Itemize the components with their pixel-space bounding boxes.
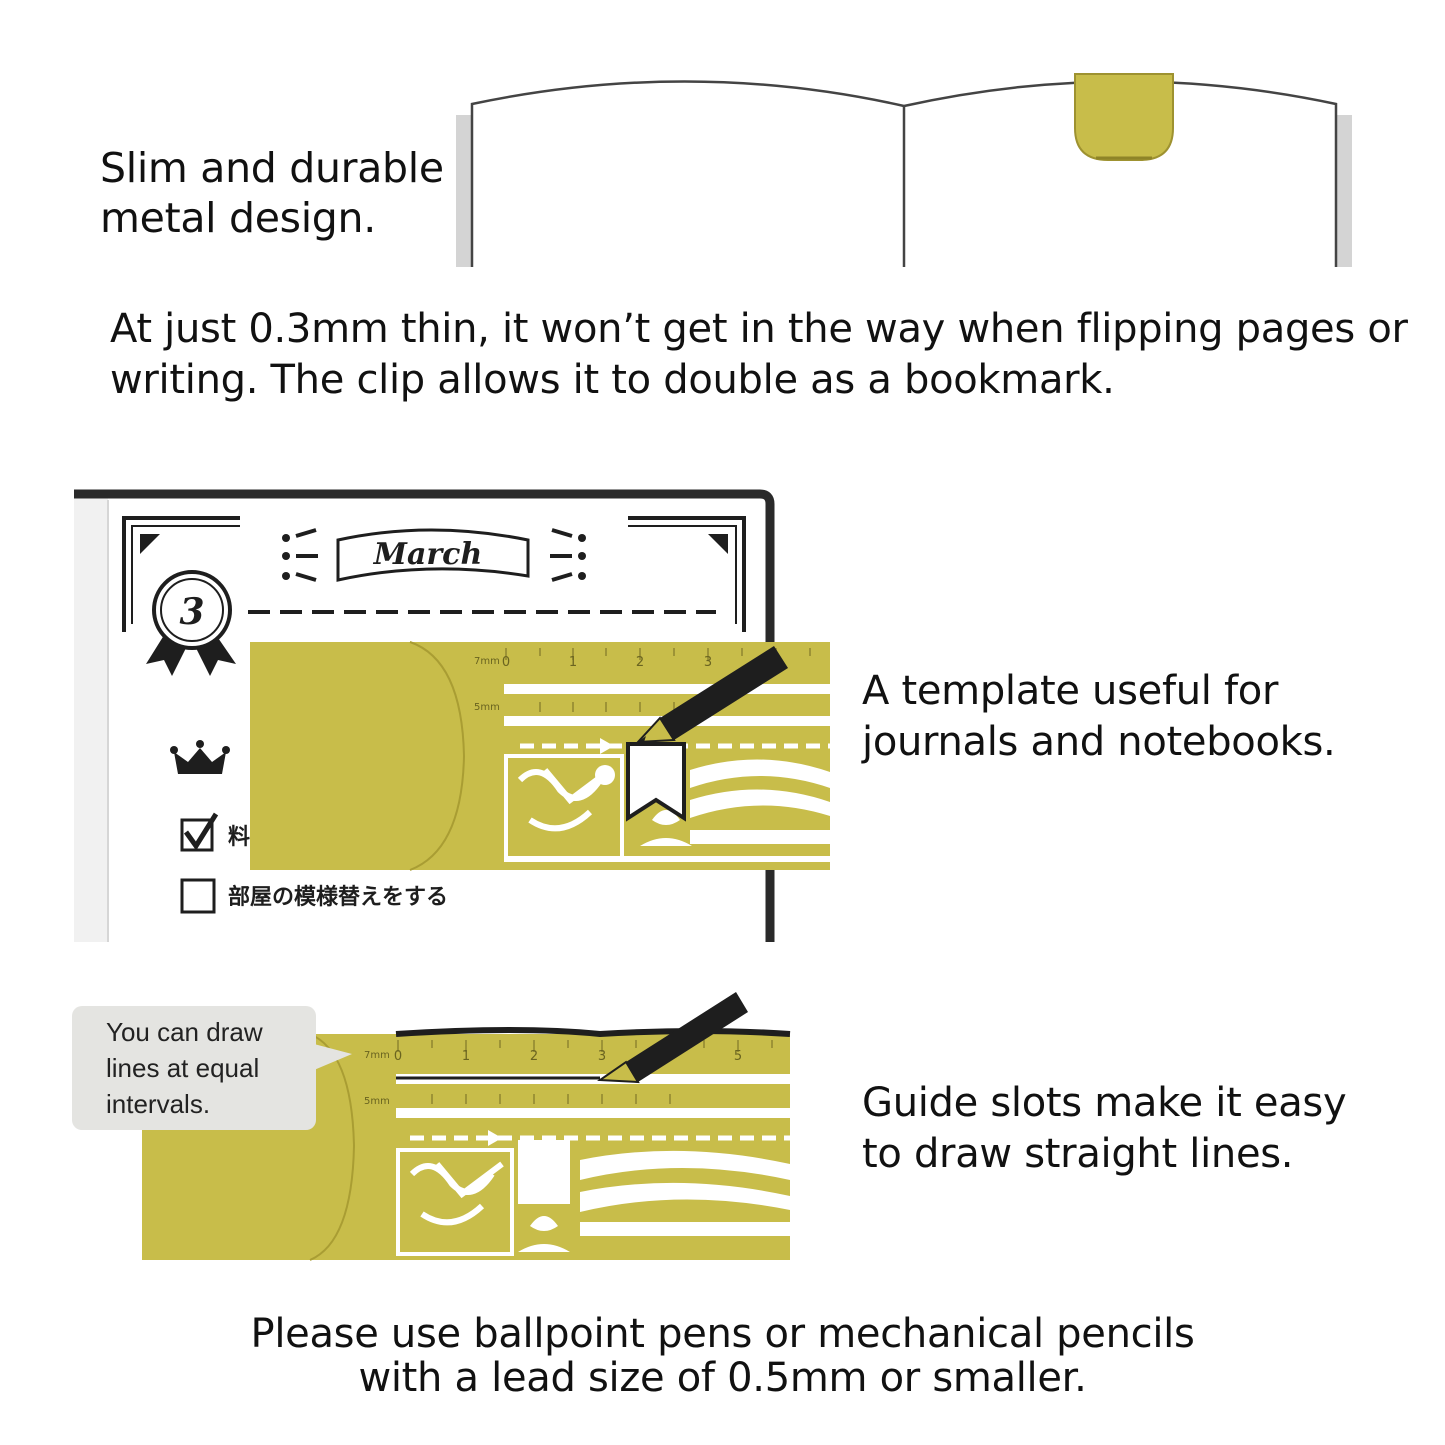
caption-template-journals: A template useful for journals and noteb… — [862, 668, 1336, 765]
clip-bookmark-icon — [1074, 73, 1174, 161]
pencil-icon — [635, 646, 788, 744]
ruler-tick-label: 3 — [704, 655, 712, 670]
month-label: March — [373, 537, 483, 572]
checkbox-icon — [180, 812, 219, 852]
ruler-tick-label: 1 — [462, 1049, 470, 1064]
ruler-tick-label: 2 — [530, 1049, 538, 1064]
ruler-template — [142, 1027, 791, 1261]
checkbox-empty-icon — [180, 878, 216, 914]
caption-thin-bookmark: At just 0.3mm thin, it won’t get in the … — [110, 306, 1408, 403]
open-notebook-icon — [456, 80, 1352, 267]
ruler-tick-label: 1 — [569, 655, 577, 670]
ruler-tick-label: 5 — [734, 1049, 742, 1064]
caption-guide-slots: Guide slots make it easy to draw straigh… — [862, 1080, 1347, 1177]
ruler-tick-label: 0 — [394, 1049, 402, 1064]
speech-bubble-text: You can draw lines at equal intervals. — [106, 1017, 263, 1119]
todo-checked-text: 料 — [228, 824, 250, 850]
month-sparkle-right — [550, 528, 586, 582]
speech-bubble — [72, 1006, 352, 1130]
ruler-label-7mm: 7mm — [474, 656, 500, 667]
pencil-icon — [597, 992, 748, 1084]
ruler-tick-label: 3 — [598, 1049, 606, 1064]
day-number: 3 — [179, 591, 204, 633]
ruler-tick-label: 2 — [636, 655, 644, 670]
ruler-label-7mm: 7mm — [364, 1050, 390, 1061]
ruler-label-5mm: 5mm — [364, 1096, 390, 1107]
todo-unchecked-text: 部屋の模様替えをする — [228, 884, 448, 910]
award-ribbon-icon — [146, 570, 236, 676]
caption-pen-usage: Please use ballpoint pens or mechanical … — [250, 1311, 1195, 1401]
ruler-label-5mm: 5mm — [474, 702, 500, 713]
banner-icon — [626, 742, 686, 822]
crown-icon — [170, 740, 230, 774]
caption-slim-design: Slim and durable metal design. — [100, 144, 444, 242]
month-sparkle-left — [282, 528, 318, 582]
ruler-tick-label: 0 — [502, 655, 510, 670]
